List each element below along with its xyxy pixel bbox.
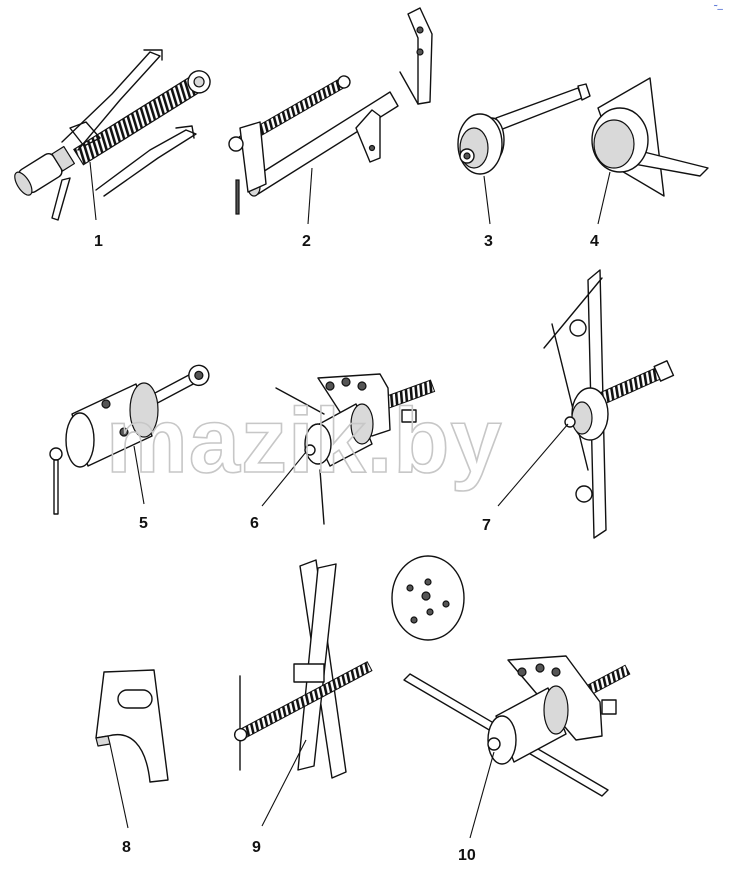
tool-3-shaft-mandrel [457,83,591,175]
tool-label-8: 8 [122,839,131,856]
tool-label-3: 3 [484,233,493,250]
tool-label-2: 2 [302,233,311,250]
tool-4-finned-disc [591,77,709,197]
tool-label-9: 9 [252,839,261,856]
watermark: mazik.by [106,390,503,492]
tool-1-puller [14,49,211,221]
corner-mark: ˜– [713,4,723,15]
leader-lines [89,161,611,839]
tool-5-cylinder-puller [49,364,210,515]
tool-7-plate-puller [543,269,675,539]
tool-label-6: 6 [250,515,259,532]
tool-label-1: 1 [94,233,103,250]
tool-label-4: 4 [590,233,599,250]
tool-label-7: 7 [482,517,491,534]
tool-label-5: 5 [139,515,148,532]
tool-10-tbar-puller [403,655,631,797]
tool-6-bracket-puller [275,373,436,525]
tool-9-beam-puller [233,559,373,779]
tool-8-fork-plate [95,669,169,783]
tool-label-10: 10 [458,847,476,864]
tool-2-bar-puller [228,7,433,215]
perforated-disc [391,555,465,641]
